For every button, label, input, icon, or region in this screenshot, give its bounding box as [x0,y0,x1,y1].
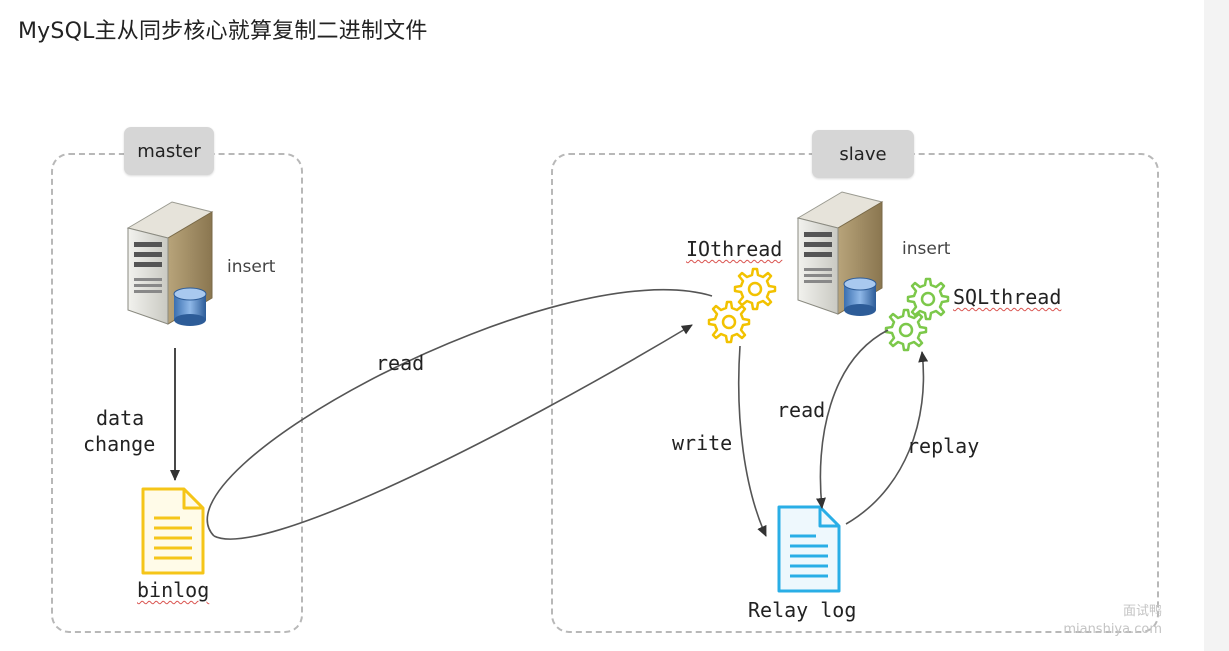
sql-thread-label: SQLthread [953,285,1062,309]
slave-server-icon [796,191,884,316]
write-label: write [672,431,733,455]
master-tag: master [124,127,214,175]
data-change-label-line1: data [96,406,145,430]
relay-log-label: Relay log [748,598,857,622]
window-right-strip [1204,0,1229,651]
master-server-icon [126,201,214,326]
read-loop-lower-arrow [213,324,693,540]
binlog-file-icon [141,487,205,575]
watermark-brand: 面试鸭 [1122,604,1162,619]
replay-arrow [845,351,929,525]
io-thread-gears-icon [707,267,777,344]
relay-read-arrow [816,329,889,509]
replay-label: replay [907,434,980,458]
watermark-url: mianshiya.com [1063,622,1162,637]
master-server-label: insert [227,257,276,277]
binlog-label: binlog [137,578,210,602]
cross-read-label: read [376,351,425,375]
relay-read-label: read [777,398,826,422]
sql-thread-gears-icon [884,277,950,352]
io-thread-label: IOthread [686,237,783,261]
slave-tag: slave [812,130,914,178]
relay-log-file-icon [777,505,841,593]
page-title: MySQL主从同步核心就算复制二进制文件 [18,19,428,44]
data-change-label-line2: change [83,432,156,456]
read-loop-upper-path [206,289,713,537]
slave-server-label: insert [902,239,951,259]
write-arrow [737,345,767,537]
